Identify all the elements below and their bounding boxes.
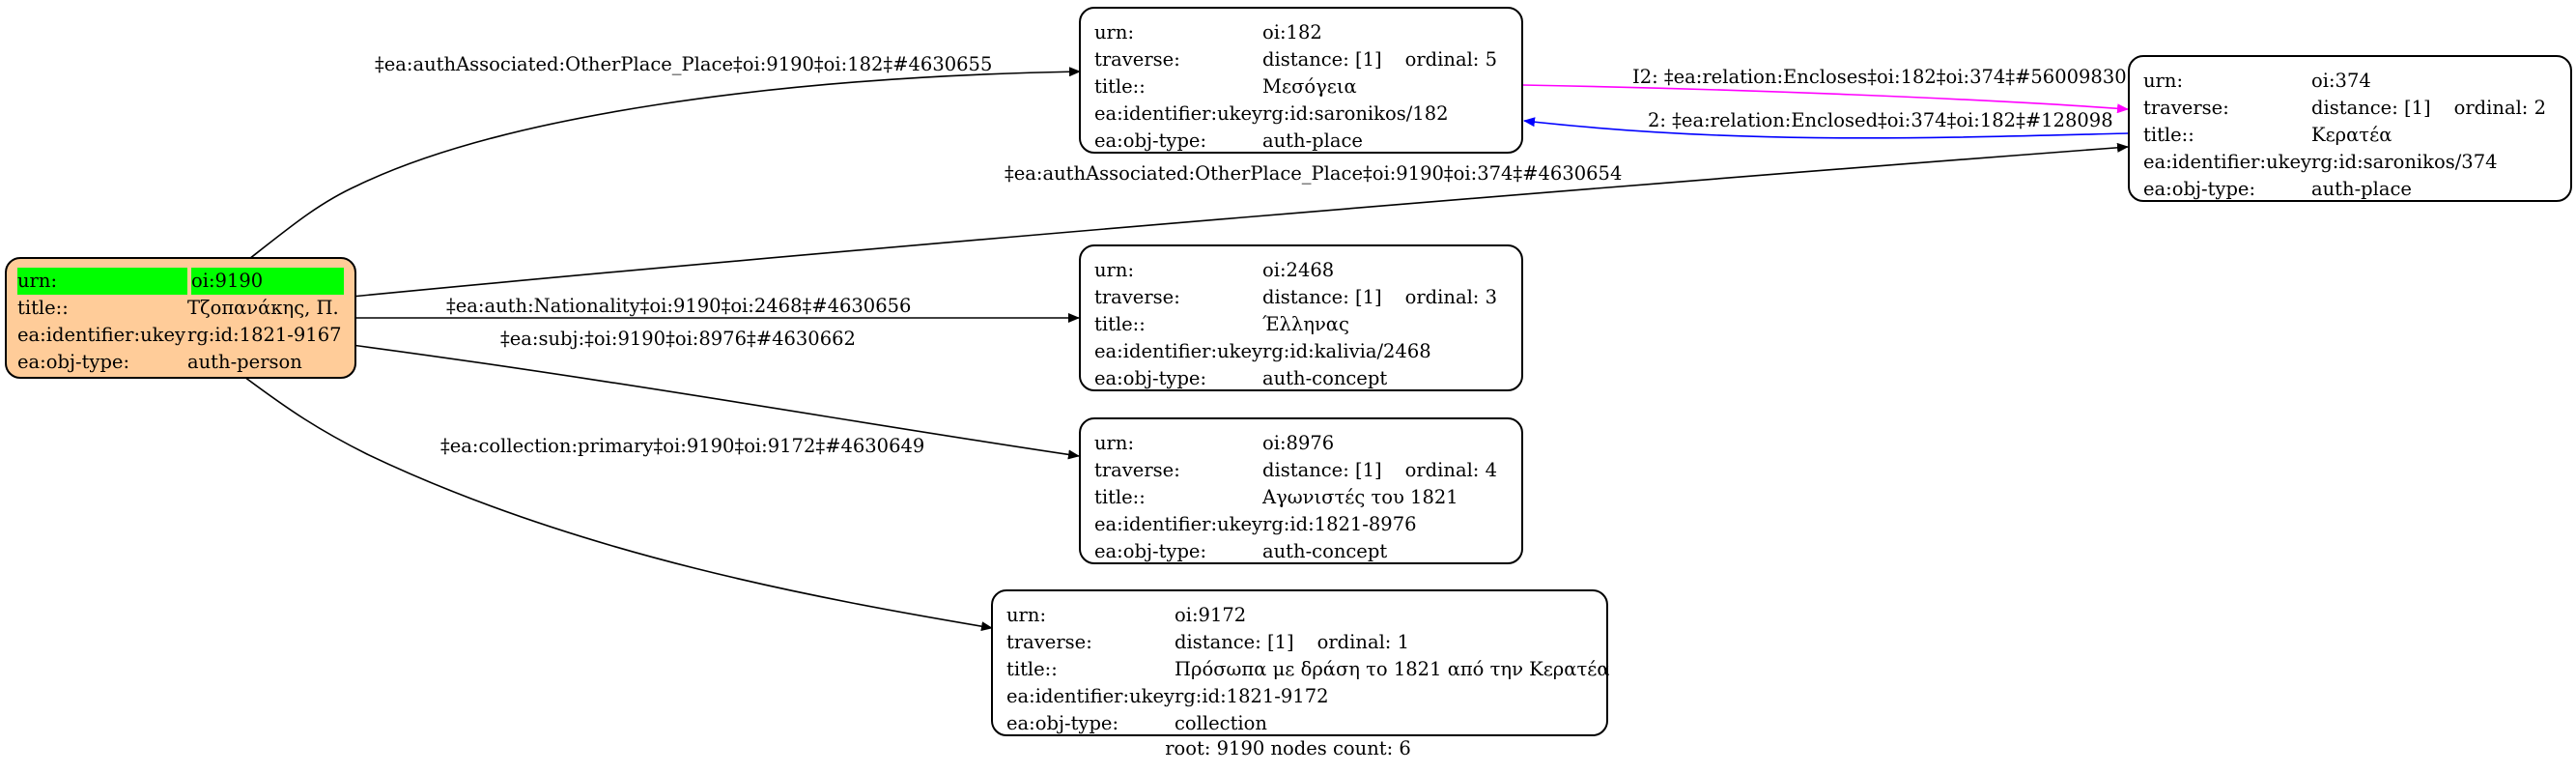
traverse-key: traverse: bbox=[1094, 459, 1180, 481]
traverse-value: distance: [1] ordinal: 2 bbox=[2311, 95, 2557, 122]
edge-374-enclosed-182 bbox=[1523, 117, 2129, 139]
ukey-value: rg:id:kalivia/2468 bbox=[1262, 340, 1431, 362]
objtype-value: auth-place bbox=[1262, 129, 1363, 152]
root-objtype-row: ea:obj-type: auth-person bbox=[17, 349, 344, 376]
objtype-key: ea:obj-type: bbox=[1094, 367, 1207, 389]
field-value: oi:9190 bbox=[191, 268, 344, 295]
node-concept-2468[interactable]: urn: oi:2468 traverse: distance: [1] ordina… bbox=[1079, 244, 1523, 391]
traverse-key: traverse: bbox=[1094, 286, 1180, 308]
distance-value: distance: [1] bbox=[1262, 459, 1382, 481]
graph-footer: root: 9190 nodes count: 6 bbox=[1165, 737, 1411, 759]
title-key: title:: bbox=[1006, 658, 1058, 680]
traverse-key: traverse: bbox=[2143, 97, 2229, 119]
urn-key: urn: bbox=[1094, 259, 1135, 281]
ordinal-value: ordinal: 5 bbox=[1404, 48, 1497, 71]
title-value: Αγωνιστές του 1821 bbox=[1262, 486, 1458, 508]
title-value: Μεσόγεια bbox=[1262, 75, 1357, 98]
distance-value: distance: [1] bbox=[2311, 97, 2431, 119]
root-title-row: title:: Τζοπανάκης, Π. bbox=[17, 295, 344, 322]
node-place-374[interactable]: urn: oi:374 traverse: distance: [1] ordinal… bbox=[2128, 55, 2572, 202]
ukey-key: ea:identifier:ukey bbox=[2143, 151, 2311, 173]
ukey-value: rg:id:saronikos/374 bbox=[2311, 151, 2498, 173]
ordinal-value: ordinal: 3 bbox=[1404, 286, 1497, 308]
field-key: title:: bbox=[17, 297, 69, 319]
urn-key: urn: bbox=[1094, 432, 1135, 454]
root-node-person[interactable]: urn: oi:9190 title:: Τζοπανάκης, Π. ea:i… bbox=[5, 257, 356, 379]
ukey-key: ea:identifier:ukey bbox=[1094, 513, 1262, 535]
edge-label-374-enclosed-182: 2: ‡ea:relation:Enclosed‡oi:374‡oi:182‡#… bbox=[1648, 109, 2113, 131]
distance-value: distance: [1] bbox=[1262, 48, 1382, 71]
node-concept-8976[interactable]: urn: oi:8976 traverse: distance: [1] ordina… bbox=[1079, 417, 1523, 564]
field-key: urn: bbox=[17, 268, 187, 295]
field-key: ea:identifier:ukey bbox=[17, 324, 185, 346]
edge-label-root-to-182: ‡ea:authAssociated:OtherPlace_Place‡oi:9… bbox=[375, 53, 993, 75]
edge-label-root-to-8976: ‡ea:subj:‡oi:9190‡oi:8976‡#4630662 bbox=[500, 328, 856, 350]
traverse-value: distance: [1] ordinal: 3 bbox=[1262, 284, 1508, 311]
traverse-value: distance: [1] ordinal: 1 bbox=[1175, 629, 1593, 656]
title-key: title:: bbox=[1094, 313, 1146, 335]
distance-value: distance: [1] bbox=[1175, 631, 1294, 653]
objtype-key: ea:obj-type: bbox=[2143, 178, 2256, 200]
urn-value: oi:182 bbox=[1262, 21, 1322, 43]
ordinal-value: ordinal: 1 bbox=[1316, 631, 1409, 653]
traverse-value: distance: [1] ordinal: 4 bbox=[1262, 457, 1508, 484]
urn-value: oi:2468 bbox=[1262, 259, 1335, 281]
title-key: title:: bbox=[2143, 124, 2194, 146]
traverse-value: distance: [1] ordinal: 5 bbox=[1262, 46, 1508, 73]
urn-value: oi:9172 bbox=[1175, 604, 1247, 626]
title-value: Πρόσωπα με δράση το 1821 από την Κερατέα bbox=[1175, 658, 1610, 680]
edge-label-root-to-9172: ‡ea:collection:primary‡oi:9190‡oi:9172‡#… bbox=[440, 435, 925, 457]
traverse-key: traverse: bbox=[1094, 48, 1180, 71]
field-key: ea:obj-type: bbox=[17, 351, 130, 373]
edge-root-to-9172 bbox=[243, 376, 993, 632]
root-ukey-row: ea:identifier:ukey rg:id:1821-9167 bbox=[17, 322, 344, 349]
objtype-value: auth-concept bbox=[1262, 540, 1388, 562]
ukey-key: ea:identifier:ukey bbox=[1094, 102, 1262, 125]
objtype-key: ea:obj-type: bbox=[1006, 712, 1119, 734]
edge-root-to-8976 bbox=[351, 344, 1080, 460]
ordinal-value: ordinal: 2 bbox=[2453, 97, 2546, 119]
urn-key: urn: bbox=[2143, 70, 2184, 92]
ordinal-value: ordinal: 4 bbox=[1404, 459, 1497, 481]
ukey-value: rg:id:saronikos/182 bbox=[1262, 102, 1449, 125]
urn-value: oi:374 bbox=[2311, 70, 2371, 92]
field-value: Τζοπανάκης, Π. bbox=[187, 297, 339, 319]
objtype-value: auth-concept bbox=[1262, 367, 1388, 389]
urn-value: oi:8976 bbox=[1262, 432, 1335, 454]
edge-label-root-to-2468: ‡ea:auth:Nationality‡oi:9190‡oi:2468‡#46… bbox=[446, 295, 912, 317]
title-value: Κερατέα bbox=[2311, 124, 2392, 146]
title-key: title:: bbox=[1094, 486, 1146, 508]
edge-label-182-encloses-374: I2: ‡ea:relation:Encloses‡oi:182‡oi:374‡… bbox=[1632, 66, 2127, 88]
objtype-key: ea:obj-type: bbox=[1094, 129, 1207, 152]
title-value: Έλληνας bbox=[1262, 313, 1349, 335]
traverse-key: traverse: bbox=[1006, 631, 1092, 653]
objtype-key: ea:obj-type: bbox=[1094, 540, 1207, 562]
ukey-key: ea:identifier:ukey bbox=[1006, 685, 1175, 707]
edge-root-to-182 bbox=[243, 67, 1081, 264]
field-value: rg:id:1821-9167 bbox=[187, 324, 342, 346]
ukey-key: ea:identifier:ukey bbox=[1094, 340, 1262, 362]
urn-key: urn: bbox=[1094, 21, 1135, 43]
root-urn-row: urn: oi:9190 bbox=[17, 268, 344, 295]
edge-label-root-to-374: ‡ea:authAssociated:OtherPlace_Place‡oi:9… bbox=[1005, 162, 1623, 185]
title-key: title:: bbox=[1094, 75, 1146, 98]
field-value: auth-person bbox=[187, 351, 302, 373]
ukey-value: rg:id:1821-9172 bbox=[1175, 685, 1329, 707]
objtype-value: auth-place bbox=[2311, 178, 2412, 200]
objtype-value: collection bbox=[1175, 712, 1267, 734]
ukey-value: rg:id:1821-8976 bbox=[1262, 513, 1417, 535]
node-place-182[interactable]: urn: oi:182 traverse: distance: [1] ordinal… bbox=[1079, 7, 1523, 154]
distance-value: distance: [1] bbox=[1262, 286, 1382, 308]
node-collection-9172[interactable]: urn: oi:9172 traverse: distance: [1] ordina… bbox=[991, 589, 1610, 736]
urn-key: urn: bbox=[1006, 604, 1047, 626]
edge-182-encloses-374 bbox=[1521, 84, 2129, 114]
edge-root-to-374 bbox=[351, 142, 2129, 298]
